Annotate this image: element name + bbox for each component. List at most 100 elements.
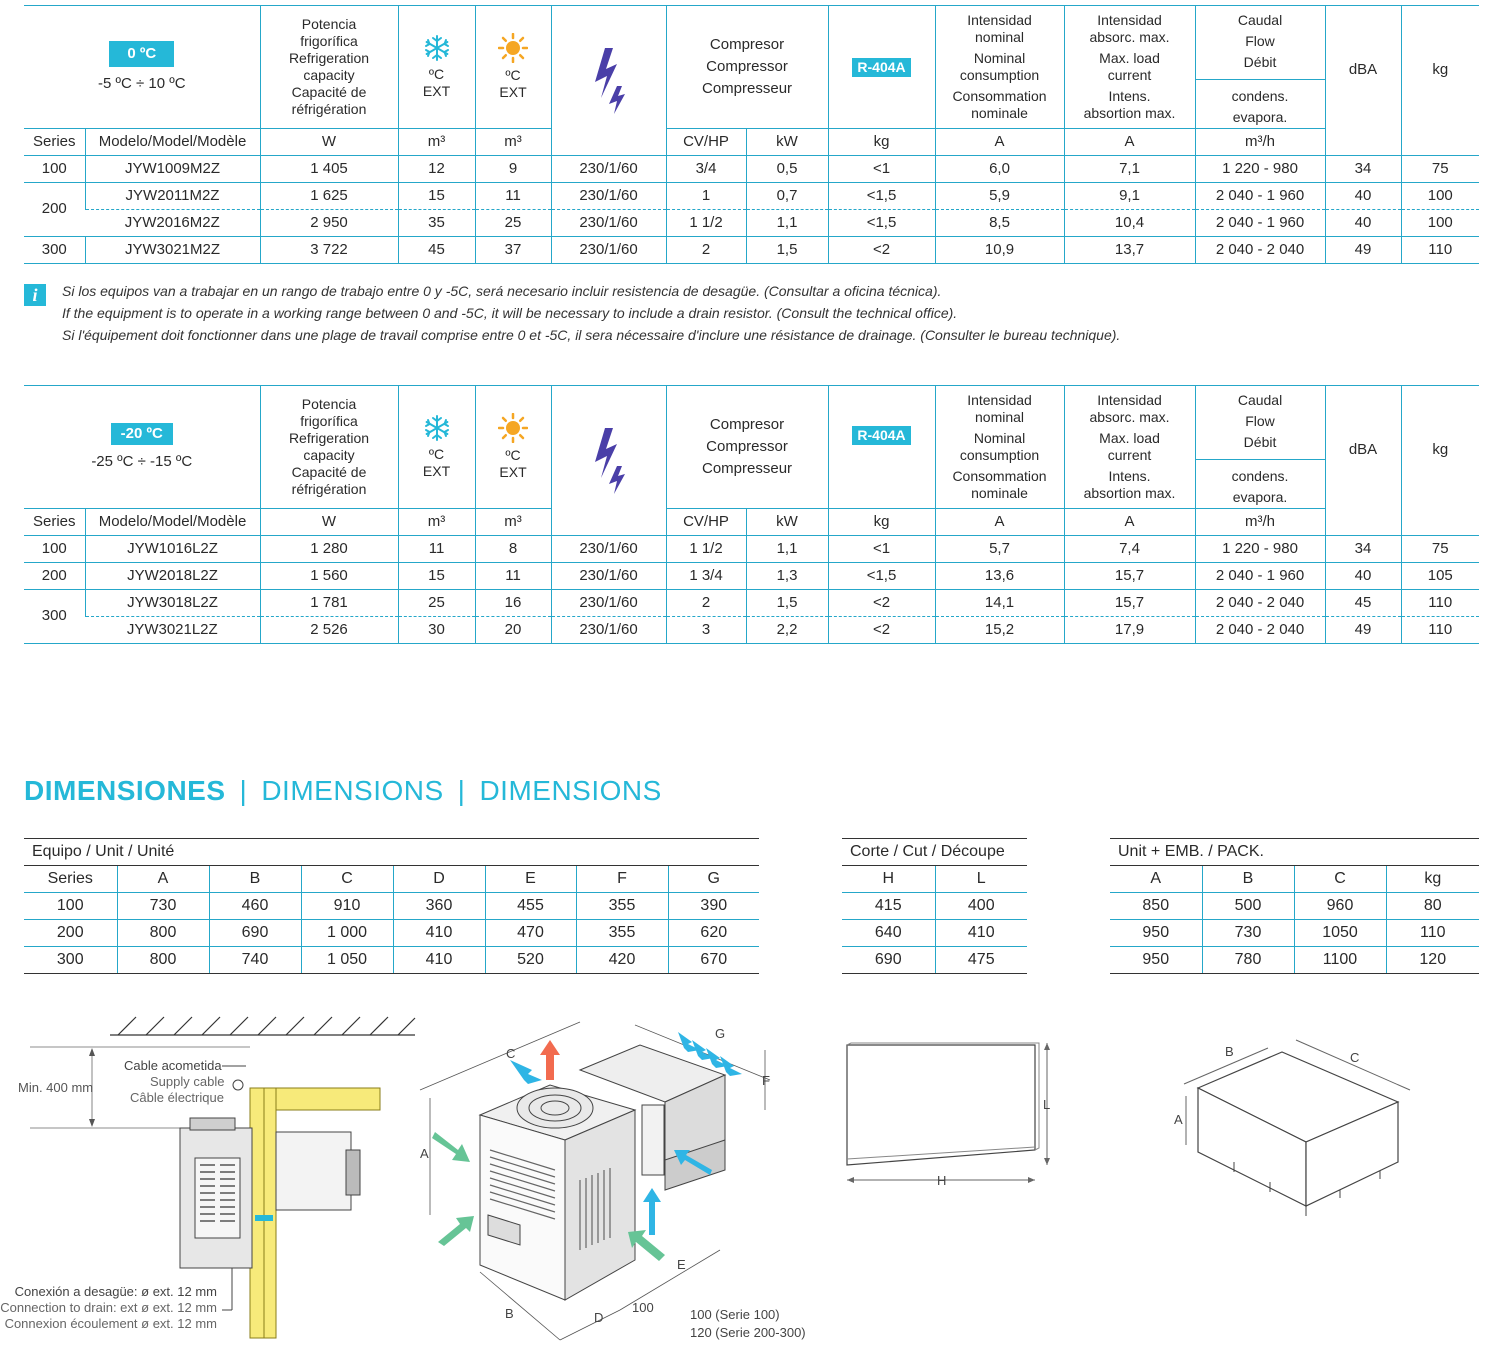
cell: 0,5 [745,155,829,183]
note-line-es: Si los equipos van a trabajar en un rang… [62,283,942,299]
h-line: Caudal [1237,392,1283,408]
cell-model: JYW3018L2Z [84,589,261,617]
dim-letter-d: D [594,1310,603,1325]
table-row: 200 JYW2018L2Z 1 560 15 11 230/1/60 1 3/… [24,562,1480,590]
unit-flow: m³/h [1194,128,1326,156]
h-line: Caudal [1237,12,1283,28]
cell: 1 625 [259,182,399,210]
h-line: Flow [1245,33,1275,49]
airflow-arrow-icon [706,1048,728,1068]
cell: 800 [116,919,209,947]
h-line: Compressor [706,58,788,75]
cell-series: 100 [24,155,85,183]
ext-label: EXT [499,84,527,100]
cell-series: 200 [24,182,85,237]
cell: 475 [934,946,1027,974]
header-refrigerant: R-404A [827,5,936,129]
title-en: DIMENSIONS [261,775,444,806]
ext-unit: ºC [505,446,521,463]
info-note: i Si los equipos van a trabajar en un ra… [24,280,1120,346]
dim-letter-c: C [1350,1050,1359,1065]
header-refrigerant: R-404A [827,385,936,509]
unit-m3: m³ [397,508,476,536]
cell: 1 3/4 [665,562,747,590]
cell: 230/1/60 [550,236,667,264]
unit-a: A [934,508,1065,536]
lightning-icon [594,47,625,114]
cell: <2 [827,236,936,264]
dim-letter-a: A [420,1146,429,1161]
title-sep: | [457,775,466,806]
h-line: Nominal [973,429,1026,446]
header-potencia: Potencia frigorífica Refrigeration capac… [259,385,399,509]
cell: 470 [484,919,576,947]
col-header: Series [24,865,117,893]
gap-note-1: 100 (Serie 100) [690,1307,780,1322]
snowflake-icon [424,414,449,441]
h-line: nominal [975,28,1025,45]
h-line: Intensidad [967,391,1032,408]
h-line: absorc. max. [1089,28,1170,45]
cell: 25 [474,209,552,237]
h-line: Débit [1243,54,1277,70]
cell-series: 100 [24,535,85,563]
cell: 230/1/60 [550,616,667,644]
unit-a: A [1063,508,1196,536]
col-header: L [934,865,1027,893]
cell: 410 [392,946,485,974]
cable-label-en: Supply cable [150,1074,224,1089]
temp-header: 0 ºC -5 ºC ÷ 10 ºC [24,5,261,129]
cell: 2 040 - 1 960 [1194,562,1326,590]
airflow-arrow-icon [510,1060,542,1084]
drain-label-es: Conexión a desagüe: ø ext. 12 mm [15,1284,217,1299]
cell: 100 [1400,209,1480,237]
table-caption: Corte / Cut / Découpe [842,838,1027,866]
header-caudal: Caudal Flow Débit condens. evapora. [1194,5,1326,129]
intake-arrow-icon [432,1132,470,1162]
intake-arrow-icon [628,1230,665,1261]
cell: 690 [208,919,301,947]
cell: 16 [474,589,552,617]
cell: 390 [667,892,760,920]
cell: 690 [842,946,935,974]
spec-table-minus20c: -20 ºC -25 ºC ÷ -15 ºC Potencia frigoríf… [24,385,1480,644]
unit-m3: m³ [474,508,552,536]
col-header: C [300,865,393,893]
cell: 910 [300,892,393,920]
airflow-arrow-icon [678,1032,700,1052]
unit-m3: m³ [474,128,552,156]
cell: 1 781 [259,589,399,617]
cell: 400 [934,892,1027,920]
cell: 1 405 [259,155,399,183]
cell: 1,1 [745,535,829,563]
cell: 34 [1324,155,1402,183]
ext-unit: ºC [505,66,521,83]
cell: 5,9 [934,182,1065,210]
cell: 1 050 [300,946,393,974]
table-row: JYW2016M2Z 2 950 35 25 230/1/60 1 1/2 1,… [24,209,1480,237]
cell-series: 300 [24,589,85,644]
cell: 2,2 [745,616,829,644]
airflow-arrow-icon [643,1188,661,1235]
cell: 640 [842,919,935,947]
header-evaporator-ext: ºC EXT [397,5,476,129]
cell: 49 [1324,236,1402,264]
h-line: absortion max. [1083,105,1176,122]
unit-model: Modelo/Model/Modèle [84,128,261,156]
col-header: A [116,865,209,893]
header-intensidad: Intensidad nominal Nominal consumption C… [934,385,1065,509]
cell: 40 [1324,209,1402,237]
unit-m3: m³ [397,128,476,156]
cell: 14,1 [934,589,1065,617]
h-line: absorc. max. [1089,408,1170,425]
cell: 8 [474,535,552,563]
cell: <1 [827,155,936,183]
info-icon: i [24,284,46,306]
cell: 460 [208,892,301,920]
spec-table-0c: 0 ºC -5 ºC ÷ 10 ºC Potencia frigorífica … [24,5,1480,264]
h-line: consumption [959,447,1040,463]
dim-letter-f: F [762,1073,770,1088]
